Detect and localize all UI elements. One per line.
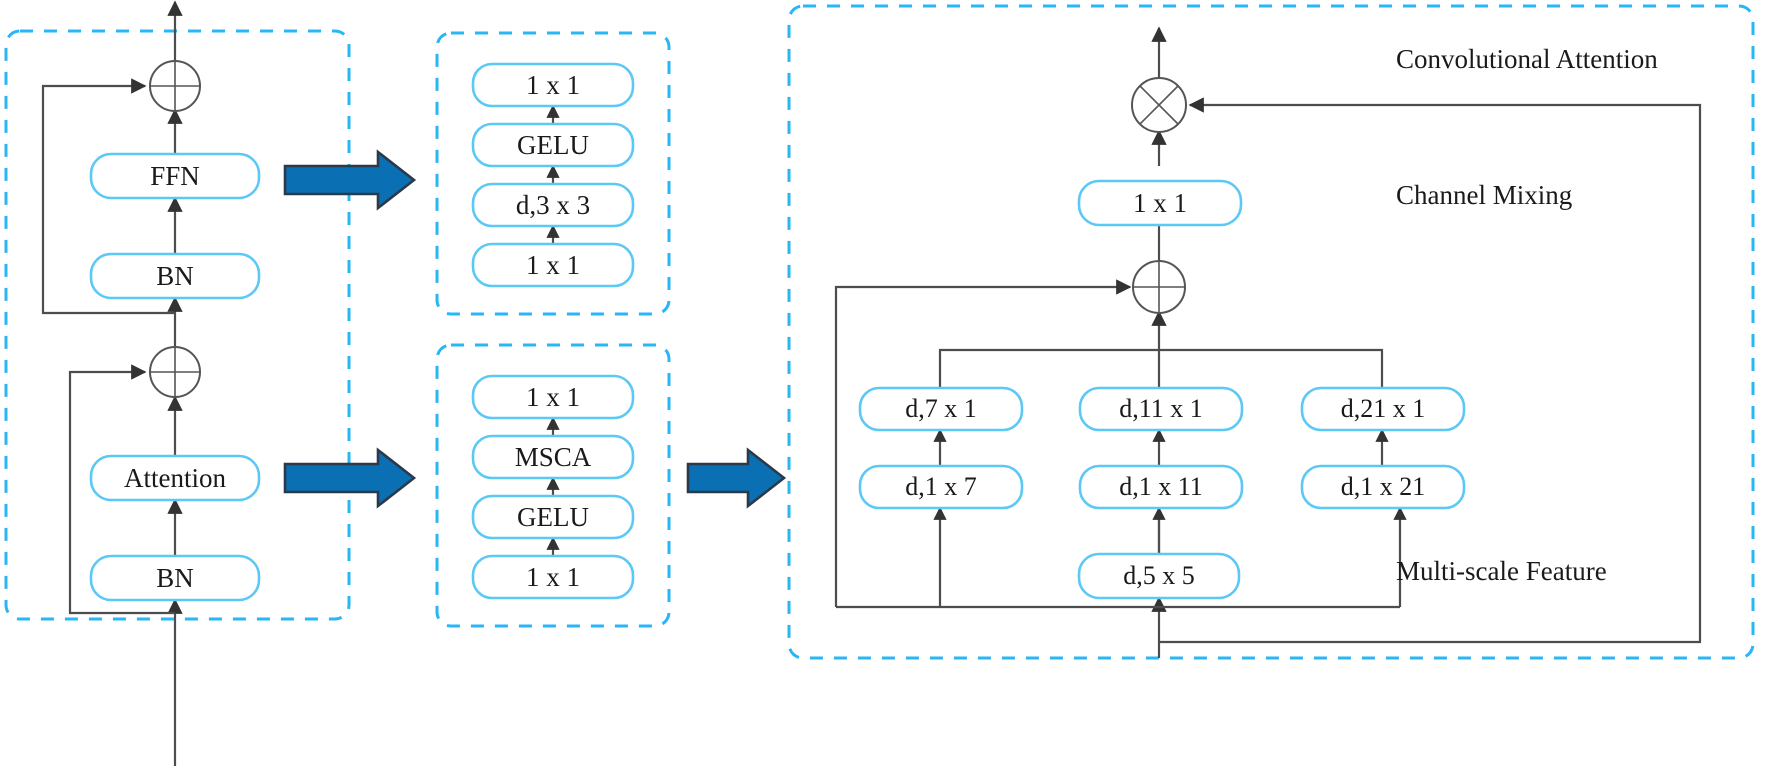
box-mix-conv (1077, 179, 1243, 227)
right-flow-wires (834, 26, 1702, 658)
box-branch1-bot (858, 464, 1024, 510)
panel-outline-mid-top (435, 31, 671, 316)
box-attention (89, 454, 261, 502)
box-att-conv-in (471, 554, 635, 600)
panel-outline-mid-bottom (435, 343, 671, 628)
box-ffn-gelu (471, 122, 635, 168)
thick-arrow-attention (283, 447, 417, 509)
box-branch1-top (858, 386, 1024, 432)
box-bn-top (89, 252, 261, 300)
right-boxes (858, 179, 1466, 600)
box-branch2-bot (1078, 464, 1244, 510)
box-stem-conv (1077, 552, 1241, 600)
box-ffn-dwconv (471, 182, 635, 228)
box-att-gelu (471, 494, 635, 540)
thick-arrow-msca (686, 447, 787, 509)
mid-top-boxes (471, 62, 635, 288)
box-bn-bottom (89, 554, 261, 602)
box-att-conv-out (471, 374, 635, 420)
right-operators (1131, 77, 1187, 314)
thick-arrow-ffn (283, 149, 417, 211)
left-boxes (89, 152, 261, 602)
left-operators (149, 60, 201, 398)
annotation-convolutional-attention: Convolutional Attention (1396, 44, 1658, 74)
box-ffn-conv-in (471, 242, 635, 288)
box-branch3-top (1300, 386, 1466, 432)
annotation-multiscale-feature: Multi-scale Feature (1396, 556, 1607, 586)
box-branch3-bot (1300, 464, 1466, 510)
box-branch2-top (1078, 386, 1244, 432)
panel-outline-right (787, 4, 1755, 660)
left-flow-wires (41, 0, 183, 766)
box-ffn-conv-out (471, 62, 635, 108)
annotation-channel-mixing: Channel Mixing (1396, 180, 1573, 210)
box-ffn (89, 152, 261, 200)
mid-bottom-boxes (471, 374, 635, 600)
box-att-msca (471, 434, 635, 480)
panel-outline-left (4, 29, 351, 621)
